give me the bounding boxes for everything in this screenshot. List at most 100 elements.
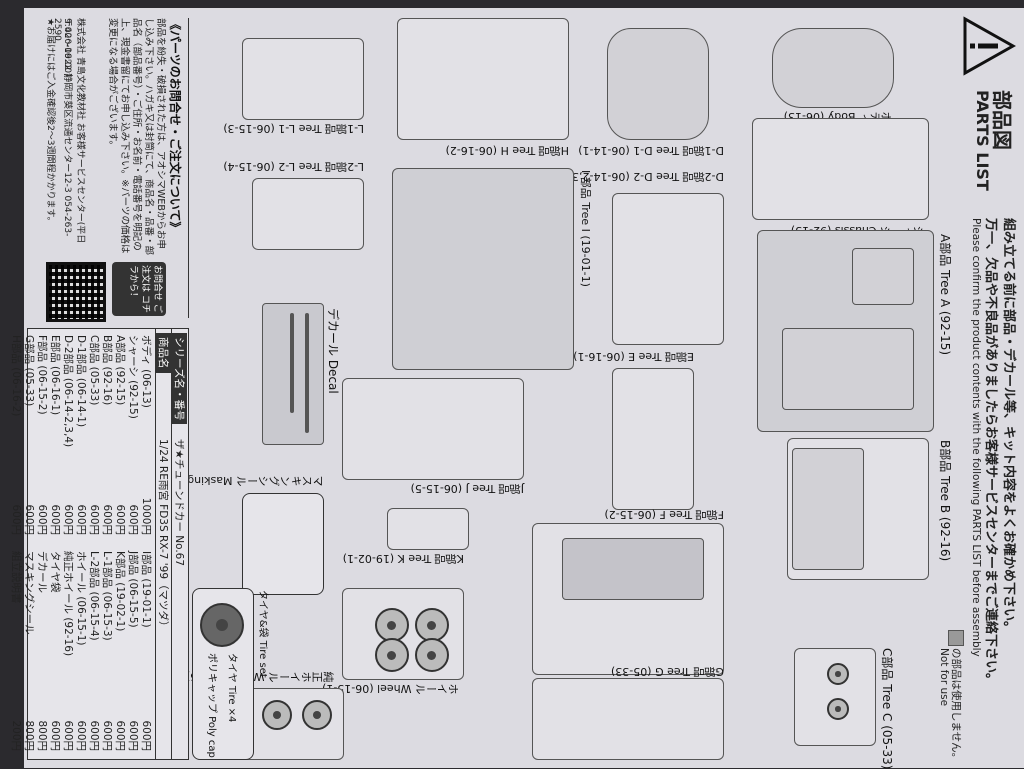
price-item-name: ホイール (06-15-1) xyxy=(75,551,87,646)
wheel-part xyxy=(375,638,409,672)
tree-c-label: C部品 Tree C (05-33) xyxy=(880,648,894,769)
price-item-value: 600円 xyxy=(49,504,61,535)
price-item-name: 組立説明書 xyxy=(10,551,22,604)
wheel-part xyxy=(415,608,449,642)
price-row: 純正ホイール (92-16) 600円 xyxy=(61,551,74,751)
price-row: H部品 (06-16-2) 600円 xyxy=(9,335,22,535)
header-warning-jp-1: 組み立てる前に部品・デカール等、キット内容をよくお確かめ下さい。 xyxy=(1001,218,1016,635)
tree-l1 xyxy=(242,38,364,120)
tree-j xyxy=(342,378,524,480)
price-item-name: H部品 (06-16-2) xyxy=(10,335,22,417)
price-item-name: C部品 (05-33) xyxy=(88,335,100,406)
tree-d2 xyxy=(612,193,724,345)
price-row: B部品 (92-16)600円 xyxy=(100,335,113,535)
price-item-name: 純正ホイール (92-16) xyxy=(62,551,74,657)
not-for-use-swatch xyxy=(948,630,964,646)
order-section: 《パーツのお問合せ・ご注文について》 部品を紛失・破損された方は、アオシマWEB… xyxy=(33,18,189,322)
header-title-jp: 部品図 xyxy=(990,90,1014,150)
tree-c-knob xyxy=(827,663,849,685)
price-item-value: 600円 xyxy=(127,504,139,535)
price-row: ホイール (06-15-1)600円 xyxy=(74,551,87,751)
price-row: G部品 (05-33) 600円 xyxy=(22,335,35,535)
tree-i xyxy=(392,168,574,370)
price-item-name: L-1部品 (06-15-3) xyxy=(101,551,113,641)
polycap-label: ポリキャップ Poly cap xyxy=(206,653,217,758)
decal-label: デカール Decal xyxy=(326,308,340,394)
tree-k xyxy=(387,508,469,550)
price-table: シリーズ名・番号 ザ★チューンドカー No.67 商品名 1/24 RE雨宮 F… xyxy=(10,328,189,760)
header-warning-jp-2: 万一、欠品や不良品がありましたらお客様サービスセンターまでご連絡下さい。 xyxy=(983,218,998,687)
price-item-value: 600円 xyxy=(62,720,74,751)
tree-e-label: E部品 Tree E (06-16-1) xyxy=(573,350,694,363)
price-row: J部品 (06-15-5)600円 xyxy=(126,551,139,751)
price-item-value: 600円 xyxy=(49,720,61,751)
masking-seal xyxy=(242,493,324,595)
not-for-use-legend-jp: の部品は使用しません。 xyxy=(950,648,962,764)
qr-code[interactable] xyxy=(46,262,106,322)
stock-wheel-part xyxy=(302,700,332,730)
price-item-value: 600円 xyxy=(101,720,113,751)
price-item-value: 600円 xyxy=(88,720,100,751)
price-item-value: 800円 xyxy=(36,720,48,751)
tree-k-label: K部品 Tree K (19-02-1) xyxy=(342,552,464,565)
price-item-value: 600円 xyxy=(36,504,48,535)
price-item-name: I部品 (19-01-1) xyxy=(140,551,152,628)
price-item-name: F部品 (06-15-2) xyxy=(36,335,48,415)
decal-stripe xyxy=(305,313,309,433)
price-item-name: D-1部品 (06-14-1) xyxy=(75,335,87,428)
price-row: デカール 800円 xyxy=(35,551,48,751)
price-item-value: 800円 xyxy=(23,720,35,751)
price-row: L-2部品 (06-15-4)600円 xyxy=(87,551,100,751)
price-item-name: デカール xyxy=(36,551,48,593)
tree-f-label: F部品 Tree F (06-15-2) xyxy=(604,508,724,521)
tree-h xyxy=(397,18,569,140)
wheel-part xyxy=(415,638,449,672)
order-title: 《パーツのお問合せ・ご注文について》 xyxy=(168,18,182,234)
order-badge[interactable]: お問合せ ご注文は コチラから！ xyxy=(112,262,166,316)
price-row: D-2部品 (06-14-2,3,4)600円 xyxy=(61,335,74,535)
price-item-name: J部品 (06-15-5) xyxy=(127,551,139,628)
price-item-name: K部品 (19-02-1) xyxy=(114,551,126,632)
tree-a-subpart xyxy=(852,248,914,305)
tree-g-label: G部品 Tree G (05-33) xyxy=(610,665,724,678)
price-row: タイヤ袋 600円 xyxy=(48,551,61,751)
tree-a-subpart xyxy=(782,328,914,410)
price-item-name: G部品 (05-33) xyxy=(23,335,35,407)
tree-j-label: J部品 Tree J (06-15-5) xyxy=(410,482,524,495)
price-row: マスキングシール 800円 xyxy=(22,551,35,751)
price-row: シャーシ (92-15)600円 xyxy=(126,335,139,535)
product-value: 1/24 RE雨宮 FD3S RX-7 '99（マツダ） xyxy=(157,439,169,632)
tire-set-label: タイヤ&袋 Tire set xyxy=(257,590,268,678)
price-item-value: 1000円 xyxy=(140,497,152,535)
price-item-value: 600円 xyxy=(10,504,22,535)
tree-e xyxy=(612,368,694,510)
price-item-name: マスキングシール xyxy=(23,551,35,635)
price-item-value: 600円 xyxy=(140,720,152,751)
price-item-name: タイヤ袋 xyxy=(49,551,61,593)
tree-l2-label: L-2部品 Tree L-2 (06-15-4) xyxy=(223,160,364,173)
tree-l2 xyxy=(252,178,364,250)
price-item-name: E部品 (06-16-1) xyxy=(49,335,61,416)
order-badge-text: お問合せ ご注文は コチラから！ xyxy=(128,265,162,313)
series-value: ザ★チューンドカー No.67 xyxy=(173,439,185,567)
series-label: シリーズ名・番号 xyxy=(172,333,187,425)
decal-stripe xyxy=(290,313,294,413)
price-item-value: 600円 xyxy=(114,504,126,535)
not-for-use-legend-en: Not for use xyxy=(938,648,950,707)
price-item-name: A部品 (92-15) xyxy=(114,335,126,406)
price-item-value: 600円 xyxy=(114,720,126,751)
product-row: 商品名 1/24 RE雨宮 FD3S RX-7 '99（マツダ） xyxy=(155,329,172,759)
price-item-value: 600円 xyxy=(23,504,35,535)
tree-d1-label: D-1部品 Tree D-1 (06-14-1) xyxy=(578,144,724,157)
header-title-en: PARTS LIST xyxy=(973,90,992,191)
price-row: ボディ (06-13)1000円 xyxy=(139,335,152,535)
price-item-value: 600円 xyxy=(101,504,113,535)
tree-b-label: B部品 Tree B (92-16) xyxy=(938,440,952,562)
body-part xyxy=(772,28,894,108)
warning-triangle-icon xyxy=(962,16,1017,76)
price-row: E部品 (06-16-1) 600円 xyxy=(48,335,61,535)
parts-list-sheet: 部品図 PARTS LIST 組み立てる前に部品・デカール等、キット内容をよくお… xyxy=(10,8,1024,769)
price-row: K部品 (19-02-1) 600円 xyxy=(113,551,126,751)
